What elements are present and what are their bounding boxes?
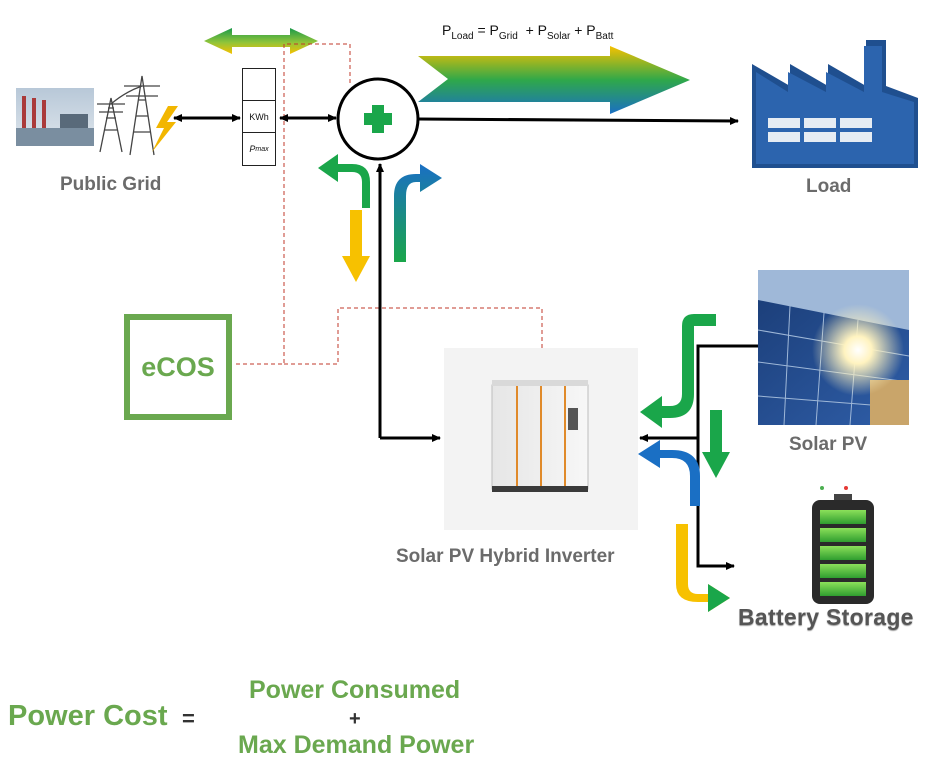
grid-bidirectional-arrow [204, 28, 318, 54]
public-grid-label: Public Grid [60, 174, 162, 195]
inverter-label: Solar PV Hybrid Inverter [396, 546, 615, 567]
power-balance-equation: PLoad = PGrid + PSolar + PBatt [442, 22, 614, 42]
load-label: Load [806, 176, 852, 197]
max-demand-term: Max Demand Power [238, 731, 475, 759]
power-cost-label: Power Cost [8, 700, 168, 732]
inverter-image [444, 348, 638, 530]
cost-equals-sign: = [182, 706, 195, 731]
power-consumed-term: Power Consumed [249, 676, 461, 704]
meter-kwh-cell: KWh [243, 101, 275, 133]
factory-icon [752, 40, 918, 168]
solar-pv-label: Solar PV [789, 434, 868, 455]
public-grid-image [16, 75, 178, 156]
solar-flow-arrows [638, 314, 730, 612]
ecos-controller: eCOS [124, 314, 232, 420]
node-flow-arrows [318, 154, 442, 282]
cost-plus-sign: + [349, 708, 361, 730]
ecos-signal-lines [236, 43, 543, 365]
battery-label: Battery Storage [738, 604, 914, 630]
battery-icon [812, 486, 874, 604]
load-flow-arrow [418, 46, 690, 114]
ecos-label: eCOS [141, 351, 215, 382]
solar-panel-image [757, 270, 910, 426]
meter-dial-cell [243, 69, 275, 101]
plus-icon [364, 105, 392, 133]
